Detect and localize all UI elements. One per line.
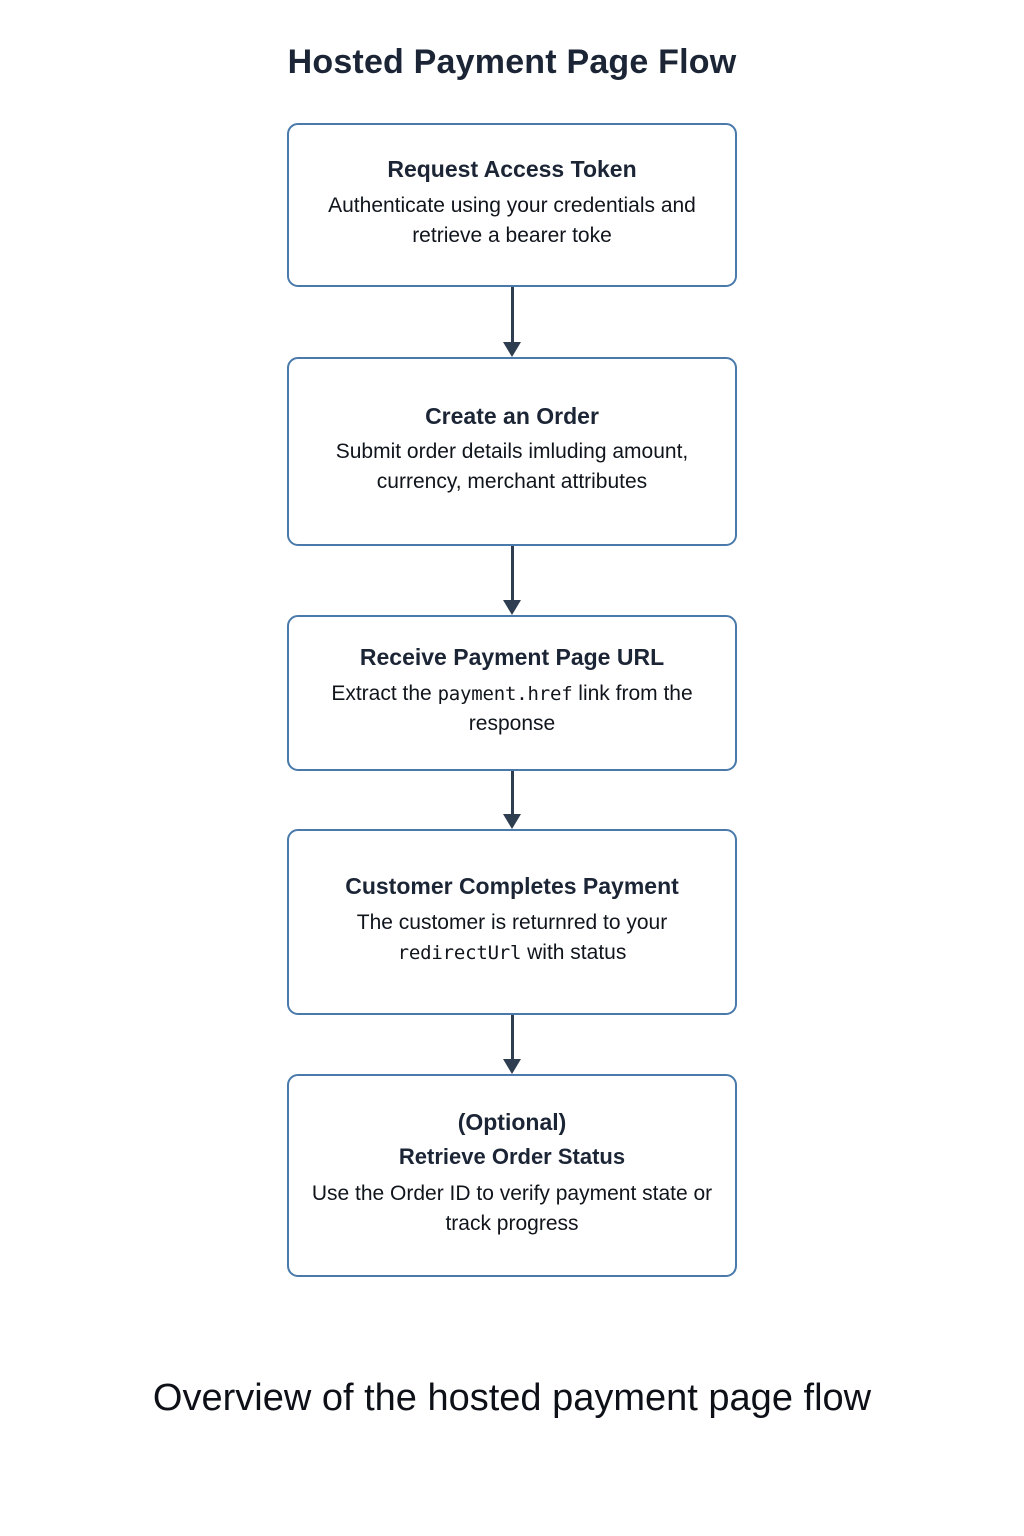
connector-arrow-1-to-2 [497,286,527,357]
down-arrow-icon [503,341,521,357]
description-text-before: Extract the [331,681,438,705]
description-text-after: with status [521,940,627,964]
figure-caption: Overview of the hosted payment page flow [152,1376,872,1419]
flow-node-description: The customer is returnred to your redire… [311,908,713,968]
description-text-after: link from the response [468,681,693,735]
flow-node-description: Authenticate using your credentials and … [311,191,713,251]
inline-code-payment-href: payment.href [437,682,573,705]
connector-arrow-4-to-5 [497,1014,527,1074]
connector-arrow-2-to-3 [497,545,527,615]
flow-node-description: Extract the payment.href link from the r… [311,679,713,739]
down-arrow-icon [503,813,521,829]
flow-node-customer-completes-payment[interactable]: Customer Completes Payment The customer … [287,828,737,1015]
down-arrow-icon [503,1058,521,1074]
connector-arrow-3-to-4 [497,770,527,829]
flow-node-title: Receive Payment Page URL [359,644,665,671]
description-text-before: The customer is returnred to your [356,910,668,934]
flow-node-title: Retrieve Order Status [398,1144,626,1170]
arrow-shaft [510,545,514,601]
flow-node-title: Request Access Token [387,156,637,183]
arrow-shaft [510,770,514,815]
flow-node-retrieve-order-status[interactable]: (Optional) Retrieve Order Status Use the… [287,1073,737,1277]
description-text: Authenticate using your credentials and … [328,193,696,247]
inline-code-redirect-url: redirectUrl [397,941,522,964]
down-arrow-icon [503,599,521,615]
description-text: Submit order details imluding amount, cu… [335,440,689,494]
flow-node-request-access-token[interactable]: Request Access Token Authenticate using … [287,122,737,287]
page-title: Hosted Payment Page Flow [287,43,737,81]
flow-node-description: Submit order details imluding amount, cu… [311,437,713,497]
flow-node-title: Customer Completes Payment [345,873,679,900]
flow-node-description: Use the Order ID to verify payment state… [311,1179,713,1239]
flow-node-optional-label: (Optional) [457,1108,567,1135]
flow-container: Request Access Token Authenticate using … [287,122,737,1277]
flow-node-title: Create an Order [425,402,599,429]
arrow-shaft [510,286,514,343]
description-text: Use the Order ID to verify payment state… [311,1182,713,1236]
flow-node-create-an-order[interactable]: Create an Order Submit order details iml… [287,356,737,546]
arrow-shaft [510,1014,514,1060]
flow-node-receive-payment-page-url[interactable]: Receive Payment Page URL Extract the pay… [287,614,737,771]
